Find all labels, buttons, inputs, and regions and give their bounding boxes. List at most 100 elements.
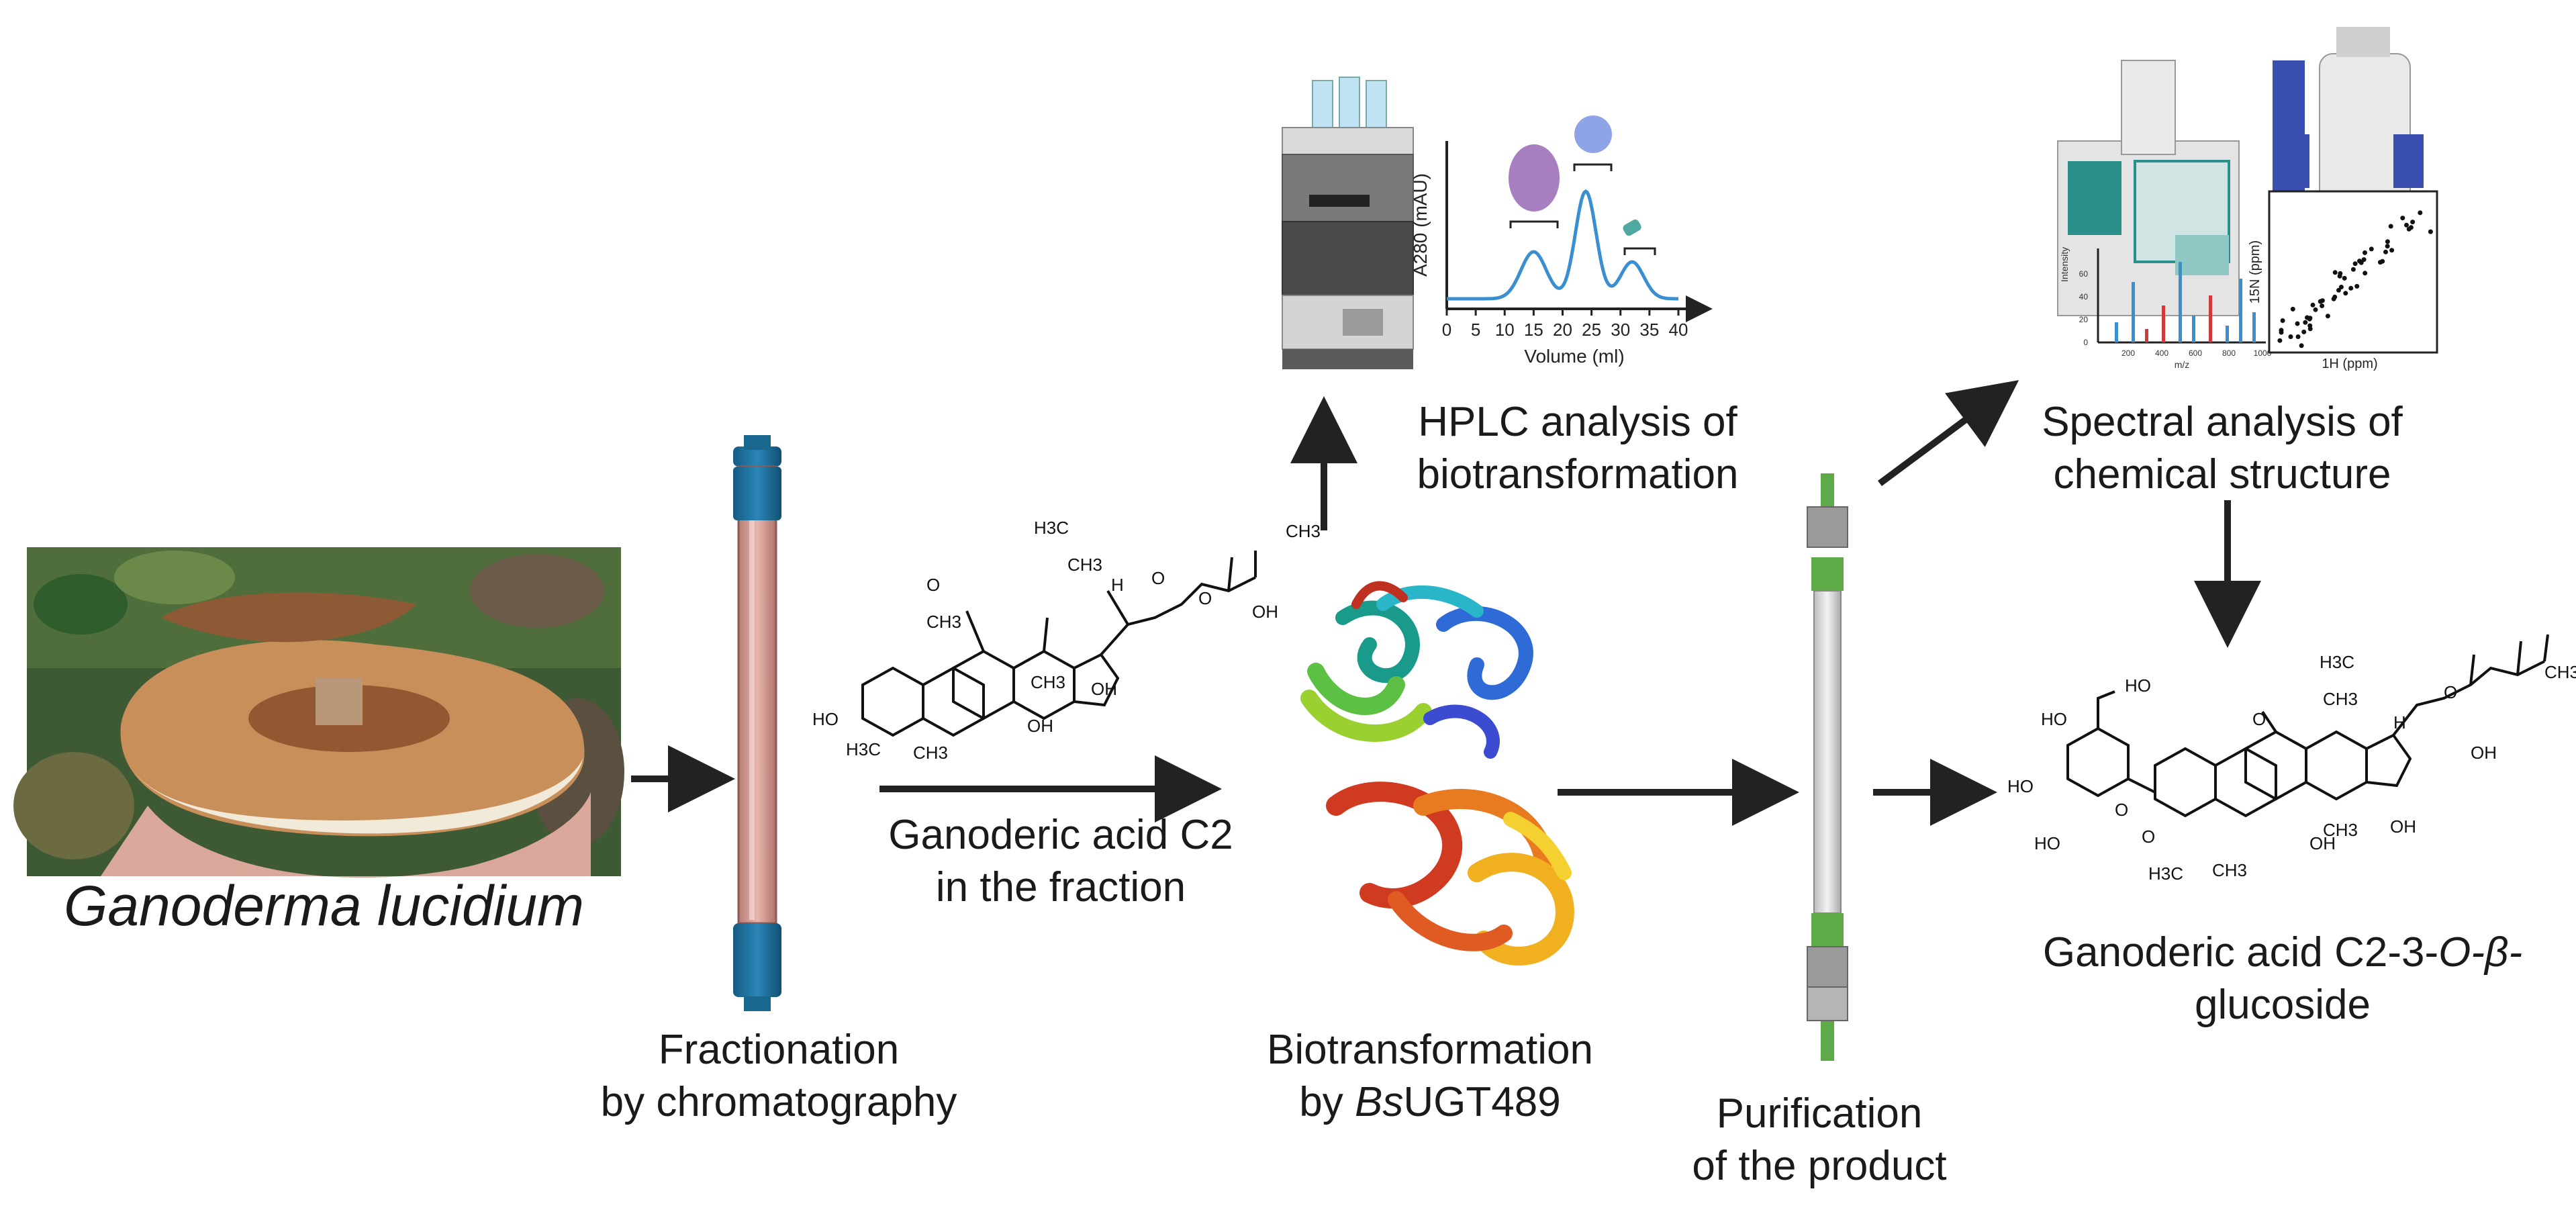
nmr-peak-dot bbox=[2357, 258, 2362, 264]
hplc-x-tick-label: 5 bbox=[1471, 320, 1480, 340]
organism-name: Ganoderma lucidium bbox=[63, 874, 585, 937]
hplc-x-tick-label: 20 bbox=[1553, 320, 1572, 340]
nmr-peak-dot bbox=[2388, 224, 2393, 229]
mushroom-photo bbox=[13, 547, 624, 878]
nmr-peak-dot bbox=[2369, 246, 2374, 252]
nmr-peak-dot bbox=[2400, 216, 2405, 221]
fractionation-label: Fractionation by chromatography bbox=[577, 1024, 980, 1129]
nmr-peak-dot bbox=[2320, 303, 2325, 308]
nmr-peak-dot bbox=[2295, 321, 2300, 326]
large-protein-icon bbox=[1509, 144, 1560, 211]
nmr-peak-dot bbox=[2307, 326, 2313, 332]
hplc-x-tick-label: 30 bbox=[1611, 320, 1630, 340]
ganoderic-acid-c2-labels: H3C CH3 O CH3 CH3 H O O OH CH3 OH HO OH … bbox=[812, 518, 1321, 763]
svg-text:CH3: CH3 bbox=[913, 743, 948, 763]
arrow-to-spectral bbox=[1878, 380, 2019, 487]
nmr-peak-dot bbox=[2320, 298, 2325, 303]
hplc-x-tick-label: 0 bbox=[1442, 320, 1451, 340]
nmr-peak-dot bbox=[2303, 320, 2308, 325]
svg-text:CH3: CH3 bbox=[1031, 672, 1065, 692]
svg-text:O: O bbox=[926, 575, 940, 595]
svg-text:HO: HO bbox=[812, 709, 839, 729]
enzyme-structure bbox=[1300, 581, 1574, 966]
svg-text:OH: OH bbox=[2390, 816, 2416, 837]
nmr-peak-dot bbox=[2277, 338, 2283, 343]
hplc-label-line1: HPLC analysis of bbox=[1418, 399, 1737, 445]
hplc-y-axis-label: A280 (mAU) bbox=[1410, 173, 1431, 277]
nmr-peak-dot bbox=[2354, 283, 2360, 289]
nmr-peak-dot bbox=[2361, 257, 2367, 263]
svg-text:CH3: CH3 bbox=[1067, 555, 1102, 575]
hplc-instrument bbox=[1282, 77, 1414, 369]
purification-label-line1: Purification bbox=[1716, 1090, 1923, 1137]
ms-peak-bar bbox=[2115, 322, 2118, 342]
nmr-peak-dot bbox=[2428, 229, 2433, 234]
purification-label-line2: of the product bbox=[1692, 1143, 1947, 1189]
nmr-peak-dot bbox=[2331, 296, 2336, 301]
svg-text:H3C: H3C bbox=[2320, 652, 2354, 672]
mass-spectrometer bbox=[2057, 60, 2240, 316]
svg-text:H3C: H3C bbox=[846, 739, 881, 759]
svg-text:OH: OH bbox=[1027, 716, 1053, 736]
spectral-label-line1: Spectral analysis of bbox=[2042, 399, 2403, 445]
svg-text:H3C: H3C bbox=[1034, 518, 1069, 538]
svg-text:H: H bbox=[1111, 575, 1124, 595]
product-glucoside-structure bbox=[2066, 634, 2549, 818]
svg-text:20: 20 bbox=[2079, 315, 2089, 324]
ms-peak-bar bbox=[2226, 326, 2229, 342]
svg-text:800: 800 bbox=[2222, 348, 2236, 358]
ms-peak-bar bbox=[2209, 295, 2212, 342]
ms-peak-bar bbox=[2192, 316, 2195, 342]
nmr-peak-dot bbox=[2348, 285, 2354, 291]
fractionation-label-line1: Fractionation bbox=[658, 1027, 900, 1073]
medium-protein-icon bbox=[1574, 115, 1612, 153]
nmr-peak-dot bbox=[2280, 318, 2285, 323]
svg-text:O: O bbox=[1198, 588, 1212, 608]
svg-text:400: 400 bbox=[2155, 348, 2168, 358]
nmr-peak-dot bbox=[2389, 248, 2395, 253]
product-glucoside-labels: HO HO HO HO O O H3C CH3 O CH3 H O OH CH3… bbox=[2007, 652, 2576, 884]
nmr-peak-dot bbox=[2408, 225, 2414, 230]
svg-text:600: 600 bbox=[2189, 348, 2202, 358]
nmr-peak-dot bbox=[2325, 314, 2330, 319]
fractionation-label-line2: by chromatography bbox=[600, 1079, 957, 1125]
chromatography-column bbox=[733, 435, 781, 1011]
nmr-peak-dot bbox=[2288, 334, 2293, 339]
hplc-x-tick-label: 10 bbox=[1495, 320, 1515, 340]
nmr-peak-dot bbox=[2352, 261, 2358, 267]
product-label-line1: Ganoderic acid C2-3-O-β- bbox=[2042, 929, 2523, 976]
svg-text:60: 60 bbox=[2079, 269, 2089, 279]
nmr-peak-dot bbox=[2380, 258, 2385, 264]
nmr-peak-dot bbox=[2404, 222, 2409, 228]
svg-text:200: 200 bbox=[2121, 348, 2135, 358]
nmr-peak-dot bbox=[2313, 307, 2318, 312]
svg-text:H: H bbox=[2393, 712, 2406, 733]
nmr-peak-dot bbox=[2410, 220, 2416, 225]
svg-text:O: O bbox=[1151, 568, 1165, 588]
nmr-x-axis-label: 1H (ppm) bbox=[2322, 357, 2377, 371]
nmr-peak-dot bbox=[2295, 334, 2301, 339]
svg-text:CH3: CH3 bbox=[2544, 662, 2576, 682]
flow-arrows bbox=[631, 380, 2261, 826]
svg-text:H3C: H3C bbox=[2148, 863, 2183, 884]
compound-label: Ganoderic acid C2 in the fraction bbox=[859, 809, 1262, 914]
hplc-label: HPLC analysis of biotransformation bbox=[1383, 396, 1772, 501]
svg-text:O: O bbox=[2142, 827, 2155, 847]
nmr-peak-dot bbox=[2343, 291, 2348, 296]
nmr-peak-dot bbox=[2299, 343, 2304, 348]
svg-text:OH: OH bbox=[1091, 679, 1117, 699]
biotransformation-label-line2: by BsUGT489 bbox=[1299, 1079, 1561, 1125]
svg-text:CH3: CH3 bbox=[2323, 820, 2358, 840]
svg-text:O: O bbox=[2252, 709, 2266, 729]
svg-text:OH: OH bbox=[2309, 833, 2336, 853]
svg-text:0: 0 bbox=[2083, 338, 2088, 347]
purification-label: Purification of the product bbox=[1638, 1088, 2001, 1192]
ms-y-label: Intensity bbox=[2059, 247, 2070, 282]
ms-peak-bar bbox=[2145, 329, 2148, 342]
svg-text:CH3: CH3 bbox=[926, 612, 961, 632]
svg-text:CH3: CH3 bbox=[1286, 521, 1321, 541]
spectral-label-line2: chemical structure bbox=[2053, 451, 2391, 498]
